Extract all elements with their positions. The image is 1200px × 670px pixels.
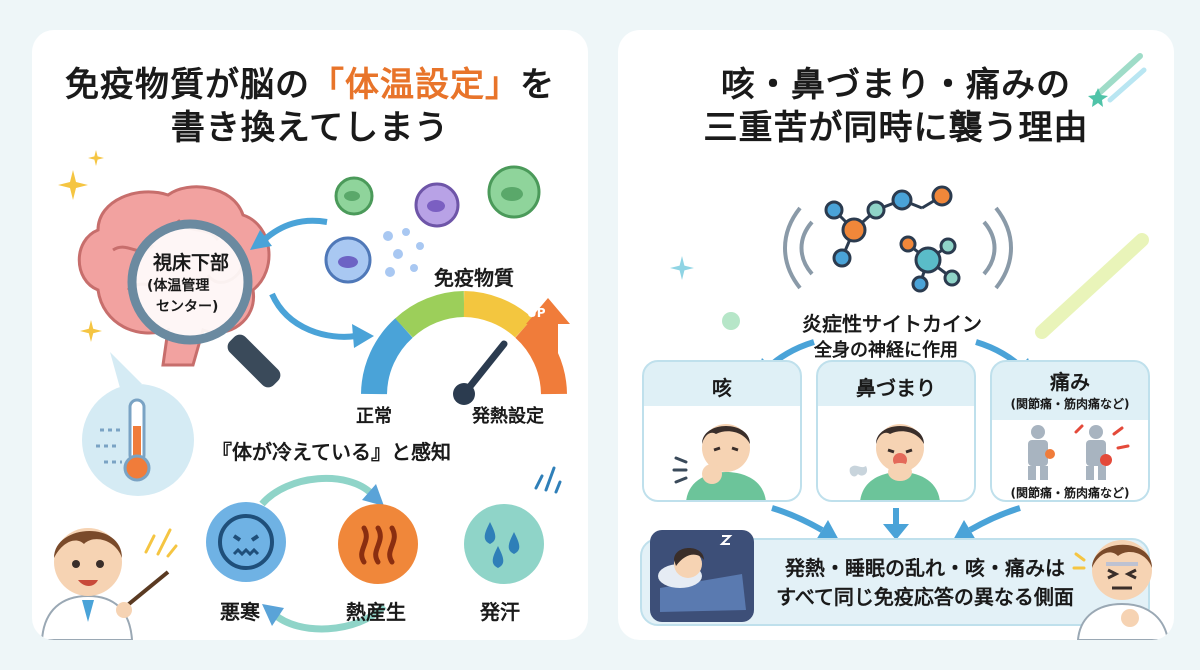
pain-note-bottom: (関節痛・筋肉痛など) [1010,486,1130,500]
right-title-line2: 三重苦が同時に襲う理由 [703,107,1089,148]
right-panel: 咳・鼻づまり・痛みの 三重苦が同時に襲う理由 [618,30,1174,640]
cycle-arrow-top-icon [259,474,384,507]
signal-waves-right-icon [982,206,1013,290]
immune-label: 免疫物質 [434,266,514,290]
arrow-to-brain-icon [250,217,328,250]
right-title-line1: 咳・鼻づまり・痛みの [721,65,1071,105]
joint-pain-figures-icon [1028,424,1130,480]
converge-arrow-left-icon [771,505,840,542]
left-panel: 免疫物質が脳の「体温設定」を 書き換えてしまう 視床下部 (体温管理 センター) [32,30,588,640]
card-body-cough [644,406,800,500]
card-label-cough: 咳 [712,376,732,400]
converge-arrow-right-icon [952,505,1021,542]
gauge-fever-label: 発熱設定 [472,406,544,427]
coughing-person-icon [672,424,766,500]
cycle-arrow-bottom-icon [262,603,387,633]
cycle-label-chills: 悪寒 [220,600,260,624]
sweat-icon [464,504,544,584]
converge-arrow-center-icon [883,508,909,540]
right-title: 咳・鼻づまり・痛みの 三重苦が同時に襲う理由 [618,64,1174,149]
hypothalamus-sub-line1: (体温管理 [147,278,210,294]
sparkle-icon [80,320,102,342]
sensing-text: 『体が冷えている』と感知 [212,440,451,464]
dot-icon [722,312,740,330]
left-title-prefix: 免疫物質が脳の [65,65,310,105]
card-note-pain: (関節痛・筋肉痛など) [1010,397,1130,411]
heat-icon [338,504,418,584]
thermometer-bubble-icon [82,352,194,496]
exclaim-icon [144,528,178,558]
light-beam-icon [1035,233,1149,339]
sparkle-icon [58,170,88,200]
immune-cell-icon [414,182,460,228]
chill-face-icon [206,502,286,582]
summary-line2: すべて同じ免疫応答の異なる側面 [776,585,1074,609]
sparkle-icon [88,150,104,166]
immune-cell-icon [487,165,541,219]
gauge-up-label: UP [527,306,546,320]
signal-waves-left-icon [783,206,814,290]
card-body-congestion [818,406,974,500]
summary-text: 発熱・睡眠の乱れ・咳・痛みは すべて同じ免疫応答の異なる側面 [762,554,1088,612]
summary-line1: 発熱・睡眠の乱れ・咳・痛みは [785,556,1065,580]
hypothalamus-sub-line2: センター) [156,299,219,315]
symptom-card-pain: 痛み (関節痛・筋肉痛など) (関節痛・筋肉痛など) [990,360,1150,502]
cytokine-label: 炎症性サイトカイン [802,312,982,336]
magnifier-icon [127,219,281,388]
symptom-card-cough: 咳 [642,360,802,502]
cycle-label-sweat: 発汗 [480,600,520,624]
sleeping-person-icon [650,530,754,622]
card-head-pain: 痛み (関節痛・筋肉痛など) [992,362,1148,420]
hypothalamus-label: 視床下部 [153,252,230,274]
particles-icon [383,228,424,277]
sick-doctor-character-icon [1072,540,1170,640]
left-title-accent: 「体温設定」 [310,65,520,105]
gauge-normal-label: 正常 [356,406,392,427]
immune-cell-icon [324,236,372,284]
cytokine-molecule-icon [824,185,961,293]
arrow-to-gauge-icon [269,292,374,348]
left-title-line2: 書き換えてしまう [170,107,450,148]
sweat-lines-icon [534,466,562,494]
card-label-pain: 痛み [1050,370,1090,394]
card-label-congestion: 鼻づまり [856,376,936,400]
doctor-character-icon [40,528,170,640]
card-body-pain: (関節痛・筋肉痛など) [992,420,1148,500]
cycle-label-heat: 熱産生 [346,600,406,624]
left-title-suffix: を [520,65,555,105]
summary-box: 発熱・睡眠の乱れ・咳・痛みは すべて同じ免疫応答の異なる側面 [640,530,1150,626]
symptom-card-congestion: 鼻づまり [816,360,976,502]
cytokine-action-label: 全身の神経に作用 [814,340,958,361]
shooting-star-icon [1088,53,1147,107]
stuffy-nose-person-icon [849,424,940,500]
up-arrow-icon [526,298,570,368]
immune-cell-icon [334,176,374,216]
left-title: 免疫物質が脳の「体温設定」を 書き換えてしまう [32,64,588,149]
sparkle-icon [670,256,694,280]
